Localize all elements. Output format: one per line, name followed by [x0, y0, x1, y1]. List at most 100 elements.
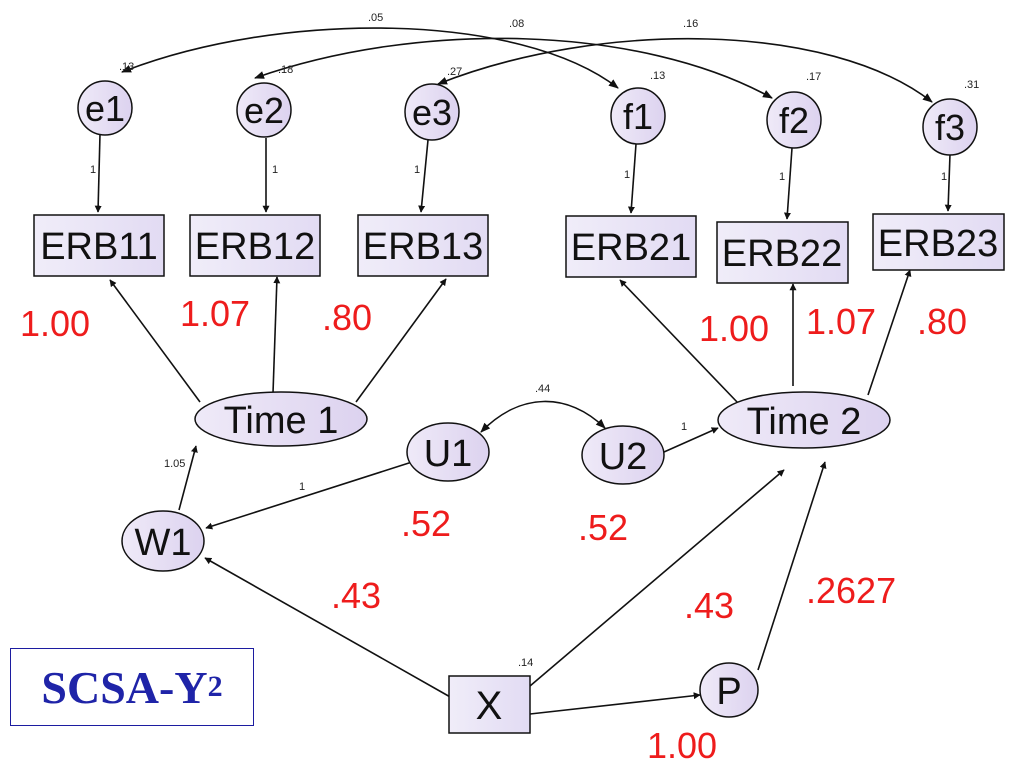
node-e2-label: e2	[244, 90, 284, 131]
small-labels: .13 .18 .27 .13 .17 .31 .14 .05 .08 .16 …	[90, 12, 979, 669]
node-erb12: ERB12	[189, 214, 321, 277]
node-time2-label: Time 2	[747, 401, 862, 443]
title-main: SCSA-Y	[41, 661, 208, 713]
var-f3: .31	[964, 79, 979, 91]
path-u2-time2	[663, 427, 719, 453]
path-time1-erb13	[355, 278, 447, 403]
node-f2-label: f2	[779, 100, 809, 141]
loading-erb21: 1.00	[699, 308, 769, 349]
node-w1-label: W1	[135, 522, 192, 564]
node-time1: Time 1	[194, 391, 368, 447]
node-time2: Time 2	[717, 391, 891, 449]
loading-erb22: 1.07	[806, 301, 876, 342]
node-e2: e2	[236, 82, 292, 138]
path-x-time2-label: .43	[684, 585, 734, 626]
loading-erb11: 1.00	[20, 303, 90, 344]
node-u1-label: U1	[424, 433, 473, 475]
path-label-e3-erb13: 1	[414, 164, 420, 176]
path-f3-erb23	[944, 153, 952, 212]
var-x: .14	[518, 657, 533, 669]
node-f3-label: f3	[935, 107, 965, 148]
var-f2: .17	[806, 71, 821, 83]
node-erb21-label: ERB21	[571, 227, 691, 269]
path-label-e2-erb12: 1	[272, 164, 278, 176]
path-u1-w1	[205, 461, 413, 530]
node-p: P	[699, 662, 759, 718]
latent-nodes: Time 1 Time 2 U1 U2 W1 X P	[121, 391, 891, 734]
node-p-label: P	[716, 671, 741, 713]
node-erb23: ERB23	[872, 213, 1005, 271]
cov-e1-f1: .05	[368, 12, 383, 24]
error-terms: e1 e2 e3 f1 f2 f3	[77, 80, 978, 156]
node-f2: f2	[766, 91, 822, 149]
cov-arc-e1-f1	[121, 27, 619, 89]
node-erb22: ERB22	[716, 221, 849, 284]
path-label-f2-erb22: 1	[779, 171, 785, 183]
node-erb23-label: ERB23	[878, 223, 998, 265]
cov-e3-f3: .16	[683, 18, 698, 30]
path-e1-erb11	[94, 133, 102, 213]
node-e3: e3	[404, 83, 460, 141]
node-erb13: ERB13	[357, 214, 489, 277]
var-e3: .27	[447, 66, 462, 78]
mean-u1: .52	[401, 503, 451, 544]
path-p-time2	[757, 461, 827, 671]
node-erb22-label: ERB22	[722, 233, 842, 275]
path-label-e1-erb11: 1	[90, 164, 96, 176]
loading-erb12: 1.07	[180, 293, 250, 334]
path-f2-erb22	[783, 147, 793, 220]
path-e3-erb13	[418, 139, 429, 213]
node-erb11: ERB11	[33, 214, 165, 277]
node-f1-label: f1	[623, 96, 653, 137]
path-x-p	[529, 692, 701, 715]
node-e1-label: e1	[85, 88, 125, 129]
node-f3: f3	[922, 98, 978, 156]
node-e3-label: e3	[412, 92, 452, 133]
node-erb11-label: ERB11	[40, 226, 158, 268]
node-f1: f1	[610, 87, 666, 145]
node-erb13-label: ERB13	[363, 226, 483, 268]
var-f1: .13	[650, 70, 665, 82]
node-time1-label: Time 1	[224, 400, 339, 442]
var-e2: .18	[278, 64, 293, 76]
cov-arc-u1-u2	[480, 400, 606, 433]
var-e1: .13	[119, 61, 134, 73]
node-erb21: ERB21	[565, 215, 697, 278]
cov-e2-f2: .08	[509, 18, 524, 30]
node-u2: U2	[581, 425, 665, 485]
covariance-arcs	[121, 27, 933, 433]
path-x-time2	[529, 469, 785, 687]
cov-arc-e3-f3	[437, 37, 933, 103]
path-time1-erb12	[272, 276, 281, 394]
loading-erb23: .80	[917, 301, 967, 342]
path-w1-time1	[178, 445, 198, 511]
node-x: X	[448, 675, 531, 734]
indicators: ERB11 ERB12 ERB13 ERB21 ERB22 ERB23	[33, 213, 1005, 284]
path-f1-erb21	[627, 143, 637, 214]
path-label-f3-erb23: 1	[941, 171, 947, 183]
node-x-label: X	[476, 684, 503, 728]
node-u2-label: U2	[599, 436, 648, 478]
path-x-w1	[204, 557, 453, 699]
node-w1: W1	[121, 510, 205, 572]
cov-arc-e2-f2	[254, 37, 773, 99]
path-time2-erb21	[619, 279, 739, 404]
path-label-u1-w1: 1	[299, 481, 305, 493]
path-label-f1-erb21: 1	[624, 169, 630, 181]
path-label-w1-time1: 1.05	[164, 458, 185, 470]
path-time2-erb23	[867, 269, 912, 396]
loading-erb13: .80	[322, 297, 372, 338]
path-x-w1-label: .43	[331, 575, 381, 616]
paths	[94, 133, 952, 715]
loading-labels: 1.00 1.07 .80 1.00 1.07 .80 .52 .52 .43 …	[20, 293, 967, 766]
node-u1: U1	[406, 422, 490, 482]
title-subscript: 2	[207, 670, 223, 703]
cov-u1-u2: .44	[535, 383, 550, 395]
path-x-p-label: 1.00	[647, 725, 717, 766]
path-time1-erb11	[109, 279, 201, 403]
mean-u2: .52	[578, 507, 628, 548]
path-p-time2-label: .2627	[806, 570, 896, 611]
node-e1: e1	[77, 80, 133, 136]
